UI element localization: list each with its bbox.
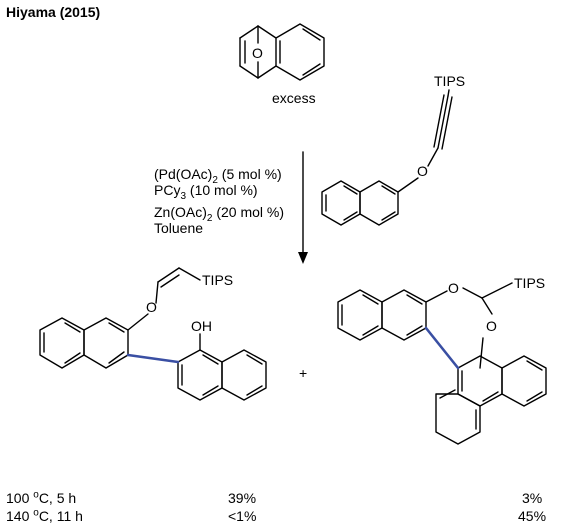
hydroxyl-label: OH — [191, 318, 212, 334]
result-row-1-conditions: 100 oC, 5 h — [6, 489, 77, 506]
product-1-structure — [39, 267, 267, 401]
result-row-2-yield-product-1: <1% — [228, 508, 257, 524]
result-row-1-yield-product-1: 39% — [228, 490, 257, 506]
tips-label-product-1: TIPS — [202, 272, 233, 288]
result-row-2-conditions: 140 oC, 11 h — [6, 507, 83, 524]
oxygen-label-bridge: O — [252, 45, 263, 61]
result-row-2-yield-product-2: 45% — [518, 508, 547, 524]
result-row-1-yield-product-2: 3% — [522, 490, 543, 506]
oxygen-label-product-2-bottom: O — [486, 318, 497, 334]
plus-sign: + — [299, 365, 307, 381]
condition-solvent: Toluene — [154, 220, 204, 236]
tips-label-alkyne: TIPS — [434, 73, 465, 89]
page-title: Hiyama (2015) — [6, 4, 101, 20]
condition-catalyst: (Pd(OAc)2 (5 mol %) — [154, 166, 282, 186]
tips-label-product-2: TIPS — [514, 275, 545, 291]
condition-additive: Zn(OAc)2 (20 mol %) — [154, 204, 285, 224]
product-2-structure — [337, 282, 547, 445]
arrow-head — [298, 252, 308, 264]
new-bond-product-1 — [126, 353, 180, 364]
alkynyl-ether-structure — [321, 89, 453, 226]
condition-ligand: PCy3 (10 mol %) — [154, 182, 258, 202]
oxygen-label-product-1: O — [146, 299, 157, 315]
oxygen-label-ether: O — [417, 163, 428, 179]
reagent-note: excess — [272, 90, 316, 106]
oxabenzonorbornadiene-structure — [239, 23, 325, 81]
oxygen-label-product-2-top: O — [448, 280, 459, 296]
new-bond-product-2 — [424, 326, 460, 370]
